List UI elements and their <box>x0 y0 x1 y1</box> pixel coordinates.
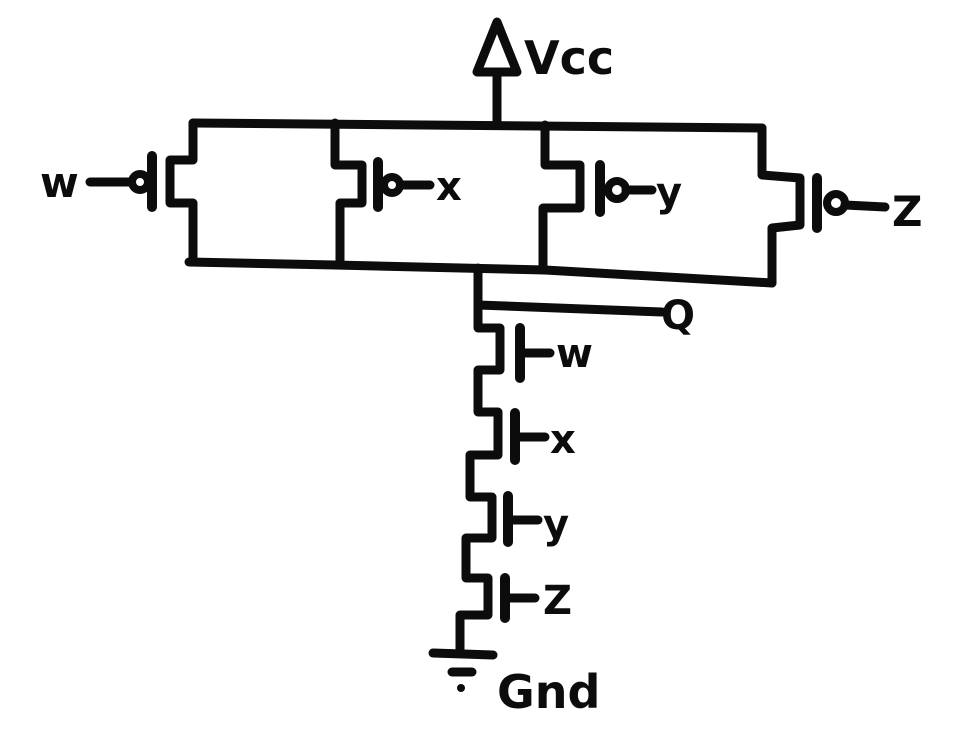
vcc-supply-symbol <box>472 17 522 128</box>
pmos-x-input-label: x <box>436 164 462 210</box>
nmos-y-input-label: y <box>543 502 569 548</box>
vcc-arrow-icon <box>472 17 522 77</box>
nmos-w-input-label: w <box>556 331 593 377</box>
pmos-y-channel <box>538 120 585 275</box>
gnd-label: Gnd <box>497 665 600 719</box>
pmos-w-channel <box>165 118 198 267</box>
pmos-z-gate-lead <box>840 200 890 212</box>
vcc-label: Vcc <box>524 31 614 85</box>
pmos-transistor-w <box>85 118 198 267</box>
pmos-z-channel <box>757 123 805 288</box>
pmos-output-rail <box>184 257 777 288</box>
output-q-wire <box>473 300 667 317</box>
pmos-transistor-z <box>757 123 890 288</box>
nmos-z-input-label: Z <box>543 578 572 624</box>
ground-symbol <box>428 648 498 692</box>
ground-bar-icon <box>428 648 498 660</box>
pmos-x-channel <box>330 118 367 270</box>
pmos-z-input-label: Z <box>892 187 922 236</box>
pmos-transistor-y <box>538 120 657 275</box>
output-q-label: Q <box>661 293 695 339</box>
ground-dot-icon <box>457 684 465 692</box>
vcc-rail <box>188 118 767 133</box>
pmos-w-input-label: w <box>40 158 79 207</box>
pmos-y-input-label: y <box>656 170 682 216</box>
nmos-stack-channel <box>455 307 505 655</box>
pmos-transistor-x <box>330 118 435 270</box>
nmos-x-input-label: x <box>550 417 576 463</box>
nmos-series-stack <box>455 307 555 655</box>
